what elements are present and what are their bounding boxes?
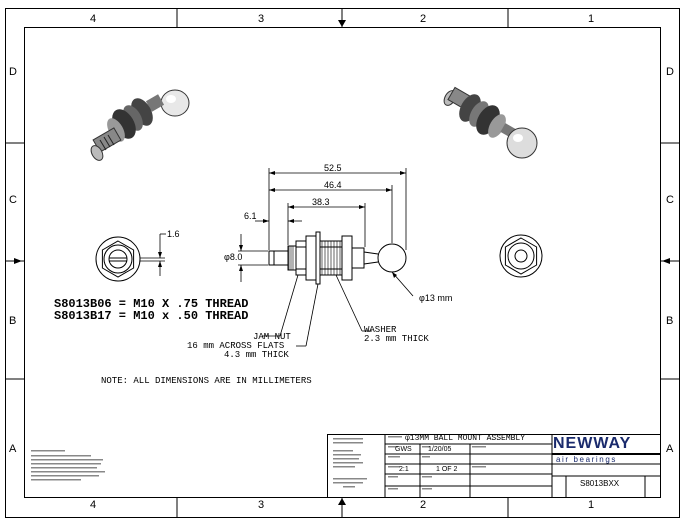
zone-row-a-left: A: [9, 443, 17, 455]
thread-note-b06: S8013B06 = M10 X .75 THREAD: [54, 297, 249, 311]
jam-nut-thick: 4.3 mm THICK: [224, 350, 289, 360]
dim-phi-13: φ13 mm: [419, 293, 453, 303]
thread-marks: [288, 241, 341, 275]
company-logo-name: NEWWAY: [553, 435, 632, 452]
end-view-left: [95, 236, 141, 282]
zone-col-1-bottom: 1: [588, 499, 595, 511]
dimension-lines: [238, 168, 414, 347]
drawn-by: GWS: [395, 446, 412, 453]
drawing-title: φ13MM BALL MOUNT ASSEMBLY: [405, 434, 526, 443]
zone-col-3-bottom: 3: [258, 499, 265, 511]
logo-rule: [552, 453, 660, 455]
dim-46-4: 46.4: [324, 180, 342, 190]
dim-1-6-lines: [140, 233, 166, 276]
dim-38-3: 38.3: [312, 197, 330, 207]
zone-col-4-bottom: 4: [90, 499, 97, 511]
end-view-right: [499, 234, 543, 278]
dim-phi-8: φ8.0: [224, 252, 243, 262]
iso-view-left: [90, 89, 190, 161]
drawing-date: 1/20/05: [428, 446, 452, 453]
zone-row-a-right: A: [666, 443, 674, 455]
thread-note-b17: S8013B17 = M10 x .50 THREAD: [54, 309, 249, 323]
centering-marks: [14, 20, 670, 505]
zone-col-2-top: 2: [420, 13, 427, 25]
jam-nut-label: JAM NUT: [253, 332, 291, 342]
zone-col-1-top: 1: [588, 13, 595, 25]
drawing-scale: 2:1: [399, 466, 409, 473]
dim-6-1: 6.1: [244, 211, 257, 221]
zone-row-b-right: B: [666, 315, 674, 327]
sheet-number: 1 OF 2: [436, 466, 458, 473]
zone-col-2-bottom: 2: [420, 499, 427, 511]
zone-row-c-right: C: [666, 194, 674, 206]
zone-row-d-right: D: [666, 66, 674, 78]
dimension-arrows: [158, 171, 406, 278]
fine-print: [31, 436, 486, 490]
zone-row-d-left: D: [9, 66, 17, 78]
washer-label: WASHER: [364, 325, 397, 335]
company-logo-tagline: air bearings: [556, 455, 618, 464]
part-number: S8013BXX: [580, 479, 620, 488]
jam-nut-flats: 16 mm ACROSS FLATS: [187, 341, 285, 351]
dim-1-6: 1.6: [167, 229, 180, 239]
side-view: [268, 231, 407, 285]
zone-col-4-top: 4: [90, 13, 97, 25]
iso-view-right: [443, 86, 538, 159]
dim-52-5: 52.5: [324, 163, 342, 173]
zone-row-b-left: B: [9, 315, 17, 327]
title-block-grid: [327, 434, 661, 498]
washer-thick: 2.3 mm THICK: [364, 334, 429, 344]
dimensions-note: NOTE: ALL DIMENSIONS ARE IN MILLIMETERS: [101, 376, 312, 386]
zone-col-3-top: 3: [258, 13, 265, 25]
zone-row-c-left: C: [9, 194, 17, 206]
leader-lines: [262, 330, 372, 347]
